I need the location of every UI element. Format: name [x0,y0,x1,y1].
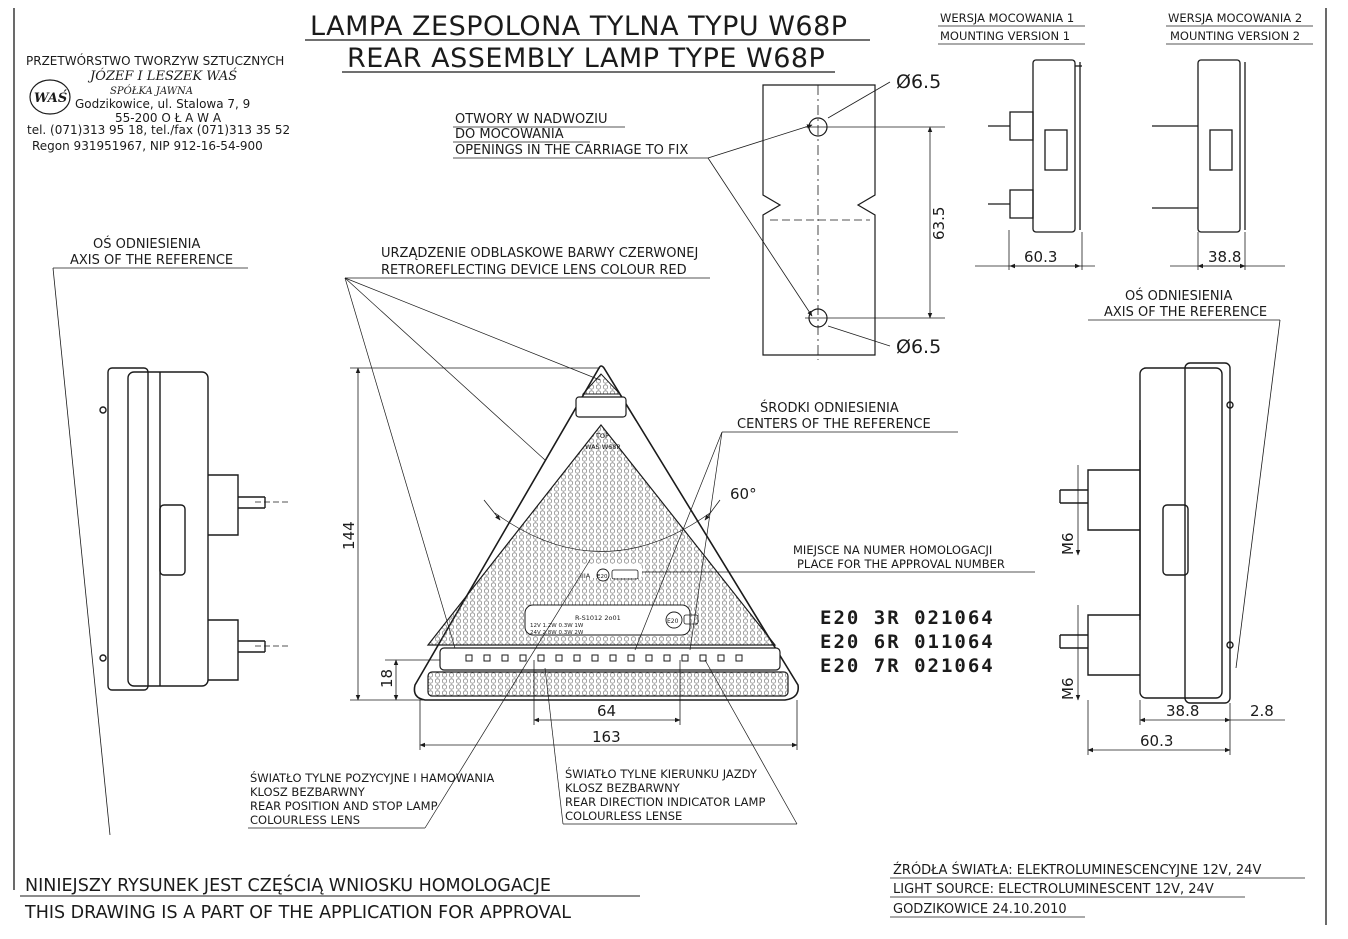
company-line-6: tel. (071)313 95 18, tel./fax (071)313 3… [27,123,290,137]
retro-en: RETROREFLECTING DEVICE LENS COLOUR RED [381,263,687,278]
openings-en: OPENINGS IN THE CARRIAGE TO FIX [455,143,688,158]
lamp-mark-e20-right: E20 [667,618,679,625]
lamp-mark-e20-left: E20 [597,574,608,580]
lamp-mark-iiia: IIIA [580,572,591,580]
top-slot [575,396,627,418]
title-block: LAMPA ZESPOLONA TYLNA TYPU W68P REAR ASS… [305,11,870,74]
company-line-3: SPÓŁKA JAWNA [110,85,193,97]
right-dimensions [1075,465,1285,755]
light-source-block: ŹRÓDŁA ŚWIATŁA: ELEKTROLUMINESCENCYJNE 1… [890,862,1305,918]
rear-lamp-pl2: KLOSZ BEZBARWNY [250,785,366,799]
indicator-pl2: KLOSZ BEZBARWNY [565,781,681,795]
mounting-v2-view [1152,59,1285,270]
title-line-2: REAR ASSEMBLY LAMP TYPE W68P [347,43,825,74]
company-logo: WAŚ [29,79,71,115]
footer-statement: NINIEJSZY RYSUNEK JEST CZĘŚCIĄ WNIOSKU H… [20,874,640,923]
dim-right-depth: 38.8 [1166,702,1199,720]
dim-bottom-strip: 18 [378,669,396,688]
light-source-en: LIGHT SOURCE: ELECTROLUMINESCENT 12V, 24… [893,882,1214,897]
axis-left-pl: OŚ ODNIESIENIA [93,236,200,252]
approval-code-3: E20 7R 021064 [820,655,995,677]
lamp-body-outline [413,365,800,701]
indicator-en2: COLOURLESS LENSE [565,809,682,823]
indicator-en: REAR DIRECTION INDICATOR LAMP [565,795,765,809]
centers-en: CENTERS OF THE REFERENCE [737,417,931,432]
lamp-mark-row-2: 24V 2.8W 0.3W 2W [530,630,584,636]
approval-code-1: E20 3R 021064 [820,607,995,629]
retro-pl: URZĄDZENIE ODBLASKOWE BARWY CZERWONEJ [381,246,698,261]
approval-place-en: PLACE FOR THE APPROVAL NUMBER [797,557,1005,571]
company-logo-text: WAŚ [34,89,68,106]
approval-place-label: MIEJSCE NA NUMER HOMOLOGACJI PLACE FOR T… [642,543,1035,573]
angle-label: 60° [730,485,757,503]
axis-right-en: AXIS OF THE REFERENCE [1104,305,1267,320]
openings-pl-1: OTWORY W NADWOZIU [455,112,608,127]
dim-m6-bottom: M6 [1059,678,1077,701]
dim-right-total: 60.3 [1140,732,1173,750]
mounting-v2-en: MOUNTING VERSION 2 [1170,29,1300,43]
indicator-pl: ŚWIATŁO TYLNE KIERUNKU JAZDY [565,766,758,781]
title-line-1: LAMPA ZESPOLONA TYLNA TYPU W68P [310,11,848,42]
left-side-view [99,367,266,691]
opening-spacing: 63.5 [930,207,948,240]
mounting-v1-dim: 60.3 [1024,248,1057,266]
company-line-2: JÓZEF I LESZEK WAŚ [87,67,237,84]
dim-height: 144 [340,521,358,550]
lamp-mark-ecode: R-S1012 2o01 [575,614,621,622]
footer-en: THIS DRAWING IS A PART OF THE APPLICATIO… [24,903,571,923]
opening-dia-bottom: Ø6.5 [896,336,941,358]
retro-label: URZĄDZENIE ODBLASKOWE BARWY CZERWONEJ RE… [344,246,710,666]
lamp-front-view [413,365,800,701]
retroreflector-area [426,424,777,646]
rear-lamp-pl: ŚWIATŁO TYLNE POZYCYJNE I HAMOWANIA [250,770,494,785]
centers-label: ŚRODKI ODNIESIENIA CENTERS OF THE REFERE… [634,400,958,651]
main-dimensions [350,367,798,750]
rear-lamp-en: REAR POSITION AND STOP LAMP [250,799,438,813]
top-reflector-cap [581,373,622,395]
axis-right-label: OŚ ODNIESIENIA AXIS OF THE REFERENCE [1088,288,1281,669]
sheet-frame [13,8,1327,925]
mounting-v1-view [975,59,1095,270]
opening-dia-top: Ø6.5 [896,71,941,93]
company-stamp: PRZETWÓRSTWO TWORZYW SZTUCZNYCH WAŚ JÓZE… [26,53,290,153]
mounting-v1-pl: WERSJA MOCOWANIA 1 [940,11,1074,25]
lamp-mark-top: TOP [595,432,609,440]
company-line-4: Godzikowice, ul. Stalowa 7, 9 [75,97,250,111]
indicator-label: ŚWIATŁO TYLNE KIERUNKU JAZDY KLOSZ BEZBA… [544,659,798,825]
led-row [465,654,743,662]
openings-callout: OTWORY W NADWOZIU DO MOCOWANIA OPENINGS … [453,112,813,317]
approval-place-pl: MIEJSCE NA NUMER HOMOLOGACJI [793,543,992,557]
rear-lamp-label: ŚWIATŁO TYLNE POZYCYJNE I HAMOWANIA KLOS… [248,559,591,829]
dim-total-width: 163 [592,728,621,746]
lamp-mark-model: WAŚ W68P [585,442,620,451]
bottom-reflector-strip [427,671,789,697]
company-line-5: 55-200 O Ł A W A [115,111,222,125]
lamp-mark-row-1: 12V 1.2W 0.3W 1W [530,623,584,629]
axis-left-en: AXIS OF THE REFERENCE [70,253,233,268]
approval-codes: E20 3R 021064 E20 6R 011064 E20 7R 02106… [820,607,995,677]
dim-center-width: 64 [597,702,616,720]
carriage-plate [762,81,945,360]
approval-code-2: E20 6R 011064 [820,631,995,653]
centers-pl: ŚRODKI ODNIESIENIA [760,400,899,416]
axis-right-pl: OŚ ODNIESIENIA [1125,288,1232,304]
right-side-view [1059,362,1234,704]
footer-pl: NINIEJSZY RYSUNEK JEST CZĘŚCIĄ WNIOSKU H… [25,874,551,896]
rear-lamp-en2: COLOURLESS LENS [250,813,360,827]
mounting-v1-en: MOUNTING VERSION 1 [940,29,1070,43]
mounting-v2-pl: WERSJA MOCOWANIA 2 [1168,11,1302,25]
approval-plate [524,604,691,636]
dim-right-offset: 2.8 [1250,702,1274,720]
mounting-v2-dim: 38.8 [1208,248,1241,266]
company-line-1: PRZETWÓRSTWO TWORZYW SZTUCZNYCH [26,53,284,68]
dim-m6-top: M6 [1059,533,1077,556]
openings-pl-2: DO MOCOWANIA [455,127,564,142]
axis-left-label: OŚ ODNIESIENIA AXIS OF THE REFERENCE [52,236,248,836]
mounting-labels: WERSJA MOCOWANIA 1 MOUNTING VERSION 1 WE… [938,11,1313,45]
place-date: GODZIKOWICE 24.10.2010 [893,902,1067,917]
company-line-7: Regon 931951967, NIP 912-16-54-900 [32,139,263,153]
light-source-pl: ŹRÓDŁA ŚWIATŁA: ELEKTROLUMINESCENCYJNE 1… [893,862,1261,878]
